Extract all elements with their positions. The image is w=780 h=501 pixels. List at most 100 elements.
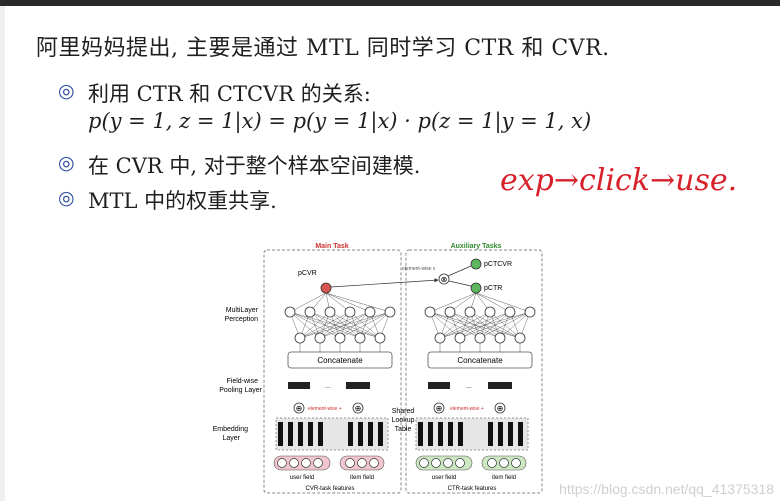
mlp-node bbox=[314, 332, 326, 344]
embedding-vector bbox=[508, 422, 513, 446]
watermark: https://blog.csdn.net/qq_41375318 bbox=[559, 481, 774, 497]
embedding-vector bbox=[358, 422, 363, 446]
mlp-node bbox=[294, 332, 306, 344]
feature-node bbox=[431, 458, 441, 468]
embedding-vector bbox=[438, 422, 443, 446]
circled-dot-icon: ◎ bbox=[58, 152, 75, 174]
concatenate-left bbox=[287, 351, 393, 369]
mlp-node bbox=[464, 306, 476, 318]
mlp-node bbox=[474, 332, 486, 344]
mlp-node bbox=[524, 306, 536, 318]
pctr-node bbox=[470, 282, 482, 294]
mlp-node bbox=[494, 332, 506, 344]
aux-task-label: Auxiliary Tasks bbox=[451, 243, 502, 250]
slide-title: 阿里妈妈提出, 主要是通过 MTL 同时学习 CTR 和 CVR. bbox=[36, 36, 610, 61]
feature-node bbox=[345, 458, 355, 468]
embedding-vector bbox=[368, 422, 373, 446]
embedding-vector bbox=[348, 422, 353, 446]
pcvr-label: pCVR bbox=[298, 270, 317, 277]
svg-text:...: ... bbox=[466, 383, 472, 390]
handwritten-text: exp→click→use. bbox=[500, 163, 737, 198]
embedding-vector bbox=[288, 422, 293, 446]
bullet-1: 利用 CTR 和 CTCVR 的关系: bbox=[88, 82, 371, 106]
bullet-3: MTL 中的权重共享. bbox=[88, 189, 277, 213]
ctr-features-label: CTR-task features bbox=[448, 486, 497, 492]
feature-node bbox=[499, 458, 509, 468]
feature-node bbox=[455, 458, 465, 468]
embedding-vector bbox=[518, 422, 523, 446]
mlp-node bbox=[504, 306, 516, 318]
feature-node bbox=[289, 458, 299, 468]
embedding-vector bbox=[458, 422, 463, 446]
mlp-label-1: MultiLayer bbox=[226, 307, 259, 314]
svg-text:⊕: ⊕ bbox=[296, 404, 303, 413]
main-task-label: Main Task bbox=[315, 243, 348, 250]
mlp-node bbox=[384, 306, 396, 318]
user-field-right-label: user field bbox=[432, 475, 456, 481]
mlp-node bbox=[484, 306, 496, 318]
elementwise-x-label: element-wise x bbox=[402, 266, 436, 272]
feature-node bbox=[313, 458, 323, 468]
pool-label-2: Pooling Layer bbox=[219, 387, 262, 394]
embedding-vector bbox=[488, 422, 493, 446]
feature-node bbox=[511, 458, 521, 468]
handwritten-annotation: exp→click→use. bbox=[500, 163, 737, 198]
mlp-node bbox=[364, 306, 376, 318]
mlp-node bbox=[514, 332, 526, 344]
embedding-vector bbox=[318, 422, 323, 446]
mlp-node bbox=[424, 306, 436, 318]
top-bar bbox=[0, 0, 780, 6]
embed-label-1: Embedding bbox=[213, 426, 249, 433]
svg-text:⊕: ⊕ bbox=[497, 404, 504, 413]
feature-node bbox=[419, 458, 429, 468]
mlp-node bbox=[304, 306, 316, 318]
esmm-diagram: Main Task Auxiliary Tasks MultiLayer Per… bbox=[213, 243, 543, 494]
embedding-vector bbox=[378, 422, 383, 446]
user-field-left-label: user field bbox=[290, 475, 314, 481]
shared-label-3: Table bbox=[395, 426, 412, 433]
embedding-vector bbox=[298, 422, 303, 446]
elementwise-plus-right: element-wise + bbox=[450, 406, 484, 412]
mlp-node bbox=[454, 332, 466, 344]
svg-text:⊕: ⊕ bbox=[436, 404, 443, 413]
svg-text:⊕: ⊕ bbox=[355, 404, 362, 413]
elementwise-plus-left: element-wise + bbox=[308, 406, 342, 412]
mlp-node bbox=[324, 306, 336, 318]
mlp-left bbox=[284, 292, 396, 352]
formula: p(y = 1, z = 1|x) = p(y = 1|x) · p(z = 1… bbox=[88, 109, 592, 133]
pcvr-node bbox=[320, 282, 332, 294]
feature-node bbox=[369, 458, 379, 468]
embedding-vector bbox=[448, 422, 453, 446]
pooling-left: ... bbox=[288, 382, 370, 390]
item-field-right-label: item field bbox=[492, 475, 516, 481]
mlp-label-2: Perception bbox=[225, 316, 259, 323]
circled-dot-icon: ◎ bbox=[58, 80, 75, 102]
circled-dot-icon: ◎ bbox=[58, 187, 75, 209]
mlp-node bbox=[434, 332, 446, 344]
left-edge bbox=[0, 6, 5, 501]
mlp-node bbox=[334, 332, 346, 344]
embedding-vector bbox=[428, 422, 433, 446]
mlp-node bbox=[344, 306, 356, 318]
mlp-node bbox=[444, 306, 456, 318]
cvr-features-label: CVR-task features bbox=[305, 486, 354, 492]
pool-label-1: Field-wise bbox=[226, 378, 258, 385]
embedding-vector bbox=[418, 422, 423, 446]
mlp-node bbox=[354, 332, 366, 344]
embed-label-2: Layer bbox=[222, 435, 240, 442]
shared-label-1: Shared bbox=[392, 408, 415, 415]
embedding-vector bbox=[308, 422, 313, 446]
feature-node bbox=[301, 458, 311, 468]
concatenate-right-label: Concatenate bbox=[457, 356, 503, 365]
concatenate-left-label: Concatenate bbox=[317, 356, 363, 365]
multiply-node bbox=[438, 273, 450, 285]
feature-node bbox=[277, 458, 287, 468]
feature-node bbox=[443, 458, 453, 468]
mlp-node bbox=[284, 306, 296, 318]
main-task-box bbox=[263, 249, 402, 494]
feature-node bbox=[487, 458, 497, 468]
pctcvr-label: pCTCVR bbox=[484, 261, 512, 268]
pctr-label: pCTR bbox=[484, 285, 502, 292]
svg-text:⊗: ⊗ bbox=[441, 275, 448, 284]
embedding-vector bbox=[278, 422, 283, 446]
